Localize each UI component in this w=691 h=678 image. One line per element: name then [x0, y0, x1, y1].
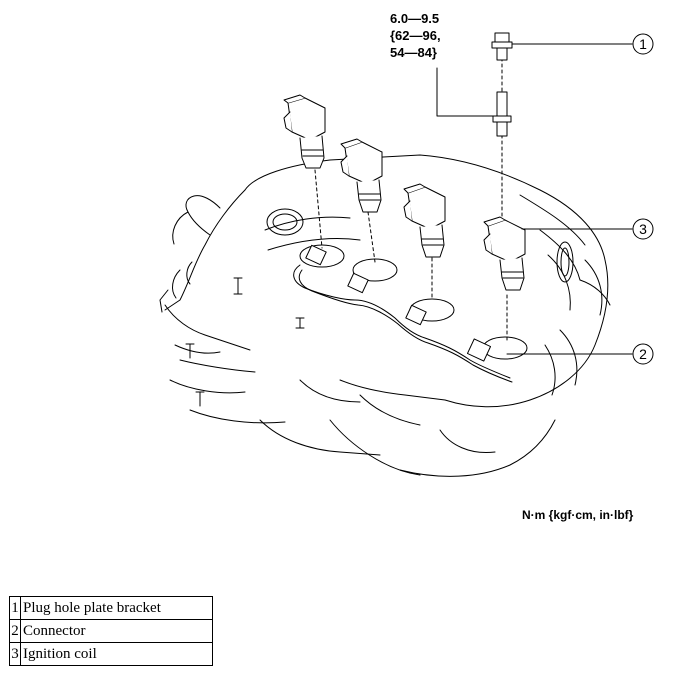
callout-number-1: 1: [639, 36, 647, 52]
ignition-coil-4: [483, 216, 526, 291]
ignition-coil-1: [283, 94, 326, 169]
table-row: 1 Plug hole plate bracket: [9, 596, 213, 620]
ignition-coil-diagram: 1 3 2: [159, 32, 654, 477]
callout-leaders: [506, 43, 633, 355]
units-label: N·m {kgf·cm, in·lbf}: [522, 508, 634, 522]
callout-circle-1: [632, 33, 654, 55]
bracket-stud: [492, 91, 512, 137]
legend-label: Plug hole plate bracket: [20, 596, 213, 620]
callout-number-3: 3: [639, 221, 647, 237]
torque-leader-line: [436, 67, 496, 117]
legend-label: Ignition coil: [20, 642, 213, 666]
legend-number: 1: [9, 596, 21, 620]
legend-label: Connector: [20, 619, 213, 643]
legend-number: 3: [9, 642, 21, 666]
wiring-harness: [293, 264, 513, 383]
table-row: 2 Connector: [9, 619, 213, 643]
parts-legend-table: 1 Plug hole plate bracket 2 Connector 3 …: [9, 596, 213, 666]
bracket-bolt: [491, 32, 513, 61]
legend-number: 2: [9, 619, 21, 643]
torque-spec: 6.0—9.5 {62—96, 54—84}: [390, 10, 441, 61]
torque-spec-line2: {62—96,: [390, 28, 441, 43]
callout-circle-2: [632, 343, 654, 365]
engine-head-outline: [159, 154, 611, 477]
plug-holes: [299, 244, 528, 360]
ignition-coil-3: [403, 183, 446, 258]
callout-number-2: 2: [639, 346, 647, 362]
table-row: 3 Ignition coil: [9, 642, 213, 666]
assembly-guide-lines: [314, 57, 508, 341]
callout-circle-3: [632, 218, 654, 240]
torque-spec-line1: 6.0—9.5: [390, 11, 440, 26]
connectors: [305, 244, 492, 362]
torque-spec-line3: 54—84}: [390, 45, 437, 60]
ignition-coil-2: [340, 138, 383, 213]
